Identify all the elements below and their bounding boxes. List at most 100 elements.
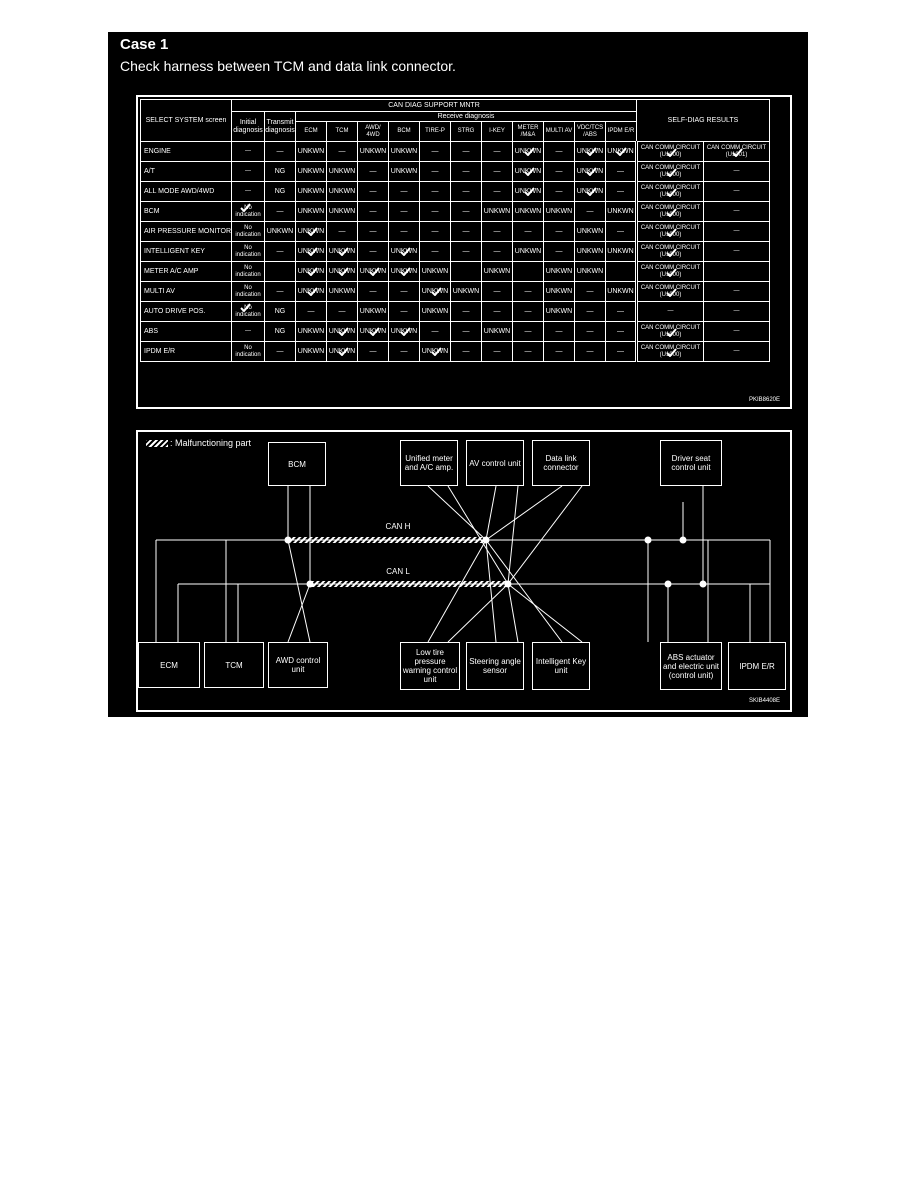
cell-value: UNKWN [328,247,356,255]
check-mark-icon [240,202,251,212]
row-receive-cell: — [574,281,606,302]
can-wire [447,583,509,643]
cell-value: UNKWN [390,267,418,275]
unit-steering-angle: Steering angle sensor [466,642,524,690]
row-receive-cell: — [605,221,637,242]
cell-value: — [400,207,408,215]
row-receive-cell: UNKWN [326,261,358,282]
row-self-diag-result: CAN COMM CIRCUIT (U1000) [635,201,704,222]
check-mark-icon [666,147,677,157]
row-system-name: ABS [140,321,232,342]
cell-value: UNKWN [576,227,604,235]
unit-ipdm: IPDM E/R [728,642,786,690]
cell-value: — [462,187,470,195]
row-receive-cell: UNKWN [419,301,451,322]
row-initial-diagnosis: — [231,321,265,342]
cell-value: UNKWN [452,287,480,295]
result-value: — [667,308,674,314]
row-receive-cell: UNKWN [295,241,327,262]
diagram-figure-code: SKIB4408E [748,698,780,704]
header-transmit-diagnosis: Transmit diagnosis [264,111,296,142]
check-mark-icon [586,166,597,176]
row-self-diag-result: — [703,161,770,182]
cell-value: — [617,167,624,175]
cell-value: — [617,347,624,355]
cell-value: UNKWN [607,247,634,255]
row-receive-cell: — [450,141,482,162]
cell-value: UNKWN [576,187,604,195]
header-receive-col: METER /M&A [512,121,544,142]
row-receive-cell: — [450,321,482,342]
cell-value: — [555,227,563,235]
initial-value: No indication [235,344,261,358]
row-receive-cell: UNKWN [574,161,606,182]
cell-value: UNKWN [576,247,604,255]
result-value: — [733,308,740,314]
row-self-diag-result: — [703,301,770,322]
cell-value: UNKWN [390,147,418,155]
row-receive-cell: UNKWN [419,261,451,282]
cell-value: — [462,147,470,155]
row-receive-cell: — [357,221,389,242]
check-mark-icon [338,326,349,336]
initial-value: No indication [235,244,261,258]
check-mark-icon [431,346,442,356]
row-self-diag-result: — [635,301,704,322]
unit-intelligent-key: Intelligent Key unit [532,642,590,690]
cell-value: — [400,347,408,355]
can-wire [485,539,563,643]
cell-value: — [555,147,563,155]
check-mark-icon [240,302,251,312]
legend-text: : Malfunctioning part [170,438,252,448]
splice-point [644,536,652,544]
table-figure-code: PKIB8620E [748,397,780,403]
row-system-name: AUTO DRIVE POS. [140,301,232,322]
row-receive-cell: — [419,221,451,242]
row-receive-cell: — [512,281,544,302]
check-mark-icon [400,246,411,256]
unit-driver-seat: Driver seat control unit [660,440,722,486]
row-transmit-diagnosis [264,261,296,282]
header-can-diag-support: CAN DIAG SUPPORT MNTR [231,99,637,112]
row-receive-cell: — [481,301,513,322]
check-mark-icon [307,286,318,296]
check-mark-icon [666,347,677,357]
row-self-diag-result: CAN COMM CIRCUIT (U1001) [703,141,770,162]
row-receive-cell: — [481,221,513,242]
row-initial-diagnosis: — [231,161,265,182]
row-receive-cell: UNKWN [605,281,637,302]
row-receive-cell: — [450,161,482,182]
cell-value: UNKWN [514,167,542,175]
row-receive-cell: UNKWN [543,281,575,302]
initial-value: No indication [235,224,261,238]
cell-value: — [369,167,377,175]
check-mark-icon [586,146,597,156]
unit-unified-meter: Unified meter and A/C amp. [400,440,458,486]
can-wire [447,485,509,585]
cell-value: — [369,207,377,215]
row-receive-cell: UNKWN [605,141,637,162]
result-value: — [733,208,740,214]
row-receive-cell: UNKWN [326,201,358,222]
cell-value: UNKWN [297,167,325,175]
cell-value: UNKWN [545,287,573,295]
cell-value: UNKWN [483,267,511,275]
can-wire [427,485,487,541]
row-receive-cell: UNKWN [326,321,358,342]
cell-value: — [524,307,532,315]
initial-value: No indication [235,284,261,298]
cell-value: — [369,247,377,255]
cell-value: UNKWN [297,147,325,155]
row-receive-cell: UNKWN [295,141,327,162]
cell-value: UNKWN [328,347,356,355]
check-mark-icon [666,327,677,337]
cell-value: — [431,207,439,215]
row-receive-cell: UNKWN [295,221,327,242]
unit-awd: AWD control unit [268,642,328,688]
cell-value: UNKWN [421,287,449,295]
cell-value: UNKWN [607,147,634,155]
